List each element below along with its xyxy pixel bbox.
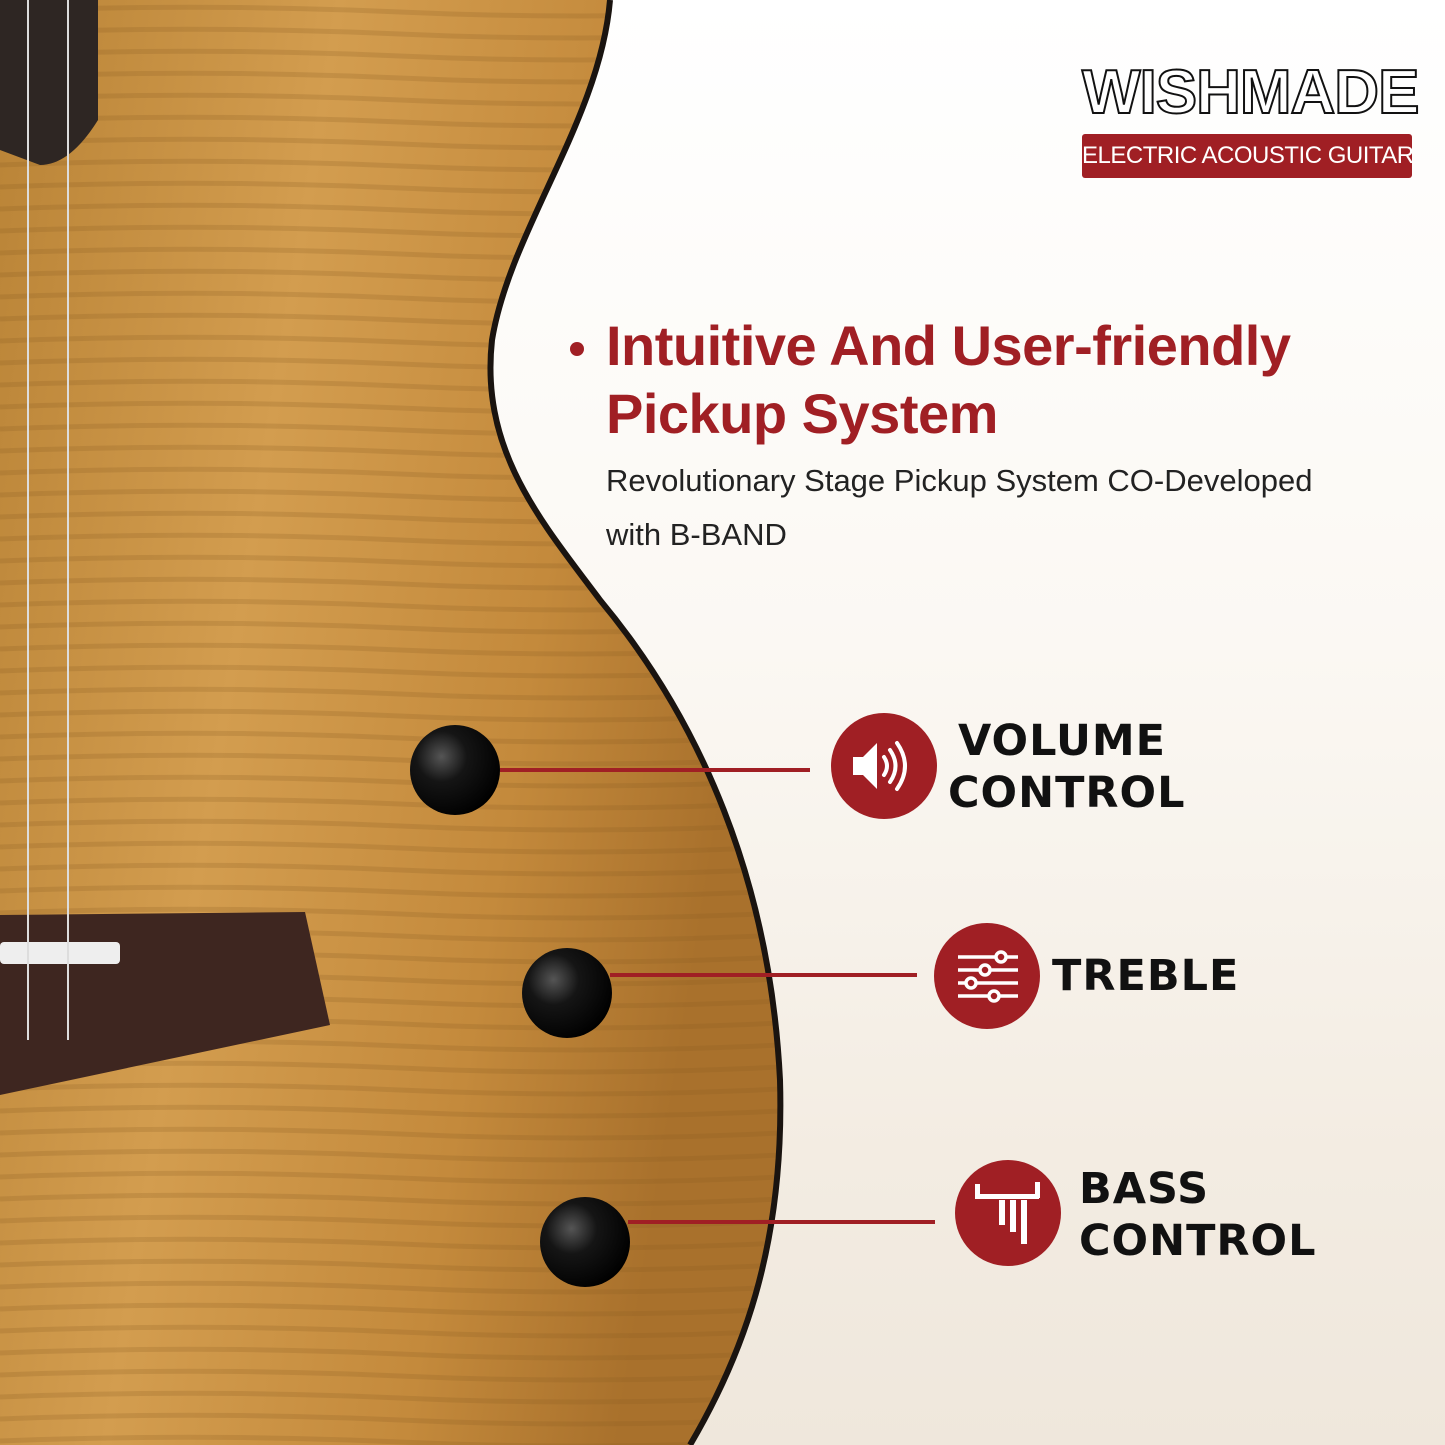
bass-connector-line <box>628 1220 935 1224</box>
treble-label: TREBLE <box>1052 951 1240 1001</box>
sliders-equalizer-icon <box>934 923 1040 1029</box>
fretboard <box>0 0 98 165</box>
subtitle-line1: Revolutionary Stage Pickup System CO-Dev… <box>606 463 1313 498</box>
feature-copy: Intuitive And User-friendly Pickup Syste… <box>570 312 1436 562</box>
headline: Intuitive And User-friendly Pickup Syste… <box>570 312 1436 448</box>
headline-line2: Pickup System <box>606 382 998 445</box>
volume-label-line1: VOLUME <box>958 716 1167 766</box>
bullet-dot <box>570 342 584 356</box>
volume-control-label: VOLUME CONTROL <box>948 715 1186 819</box>
treble-connector-line <box>610 973 917 977</box>
volume-knob <box>410 725 500 815</box>
bass-label-line1: BASS <box>1079 1164 1210 1214</box>
bass-bars-icon <box>955 1160 1061 1266</box>
saddle <box>0 942 120 964</box>
logo-wordmark: WISHMADE <box>1081 57 1420 128</box>
brand-logo: WISHMADE ELECTRIC ACOUSTIC GUITAR <box>1081 57 1420 178</box>
speaker-volume-icon <box>831 713 937 819</box>
bass-label-line2: CONTROL <box>1079 1216 1317 1266</box>
subtitle: Revolutionary Stage Pickup System CO-Dev… <box>606 454 1436 562</box>
logo-tagline: ELECTRIC ACOUSTIC GUITAR <box>1082 134 1414 178</box>
volume-connector-line <box>500 768 810 772</box>
bass-control-label: BASS CONTROL <box>1079 1163 1317 1267</box>
subtitle-line2: with B-BAND <box>606 517 787 552</box>
treble-knob <box>522 948 612 1038</box>
volume-label-line2: CONTROL <box>948 768 1186 818</box>
bass-knob <box>540 1197 630 1287</box>
headline-line1: Intuitive And User-friendly <box>606 314 1291 377</box>
